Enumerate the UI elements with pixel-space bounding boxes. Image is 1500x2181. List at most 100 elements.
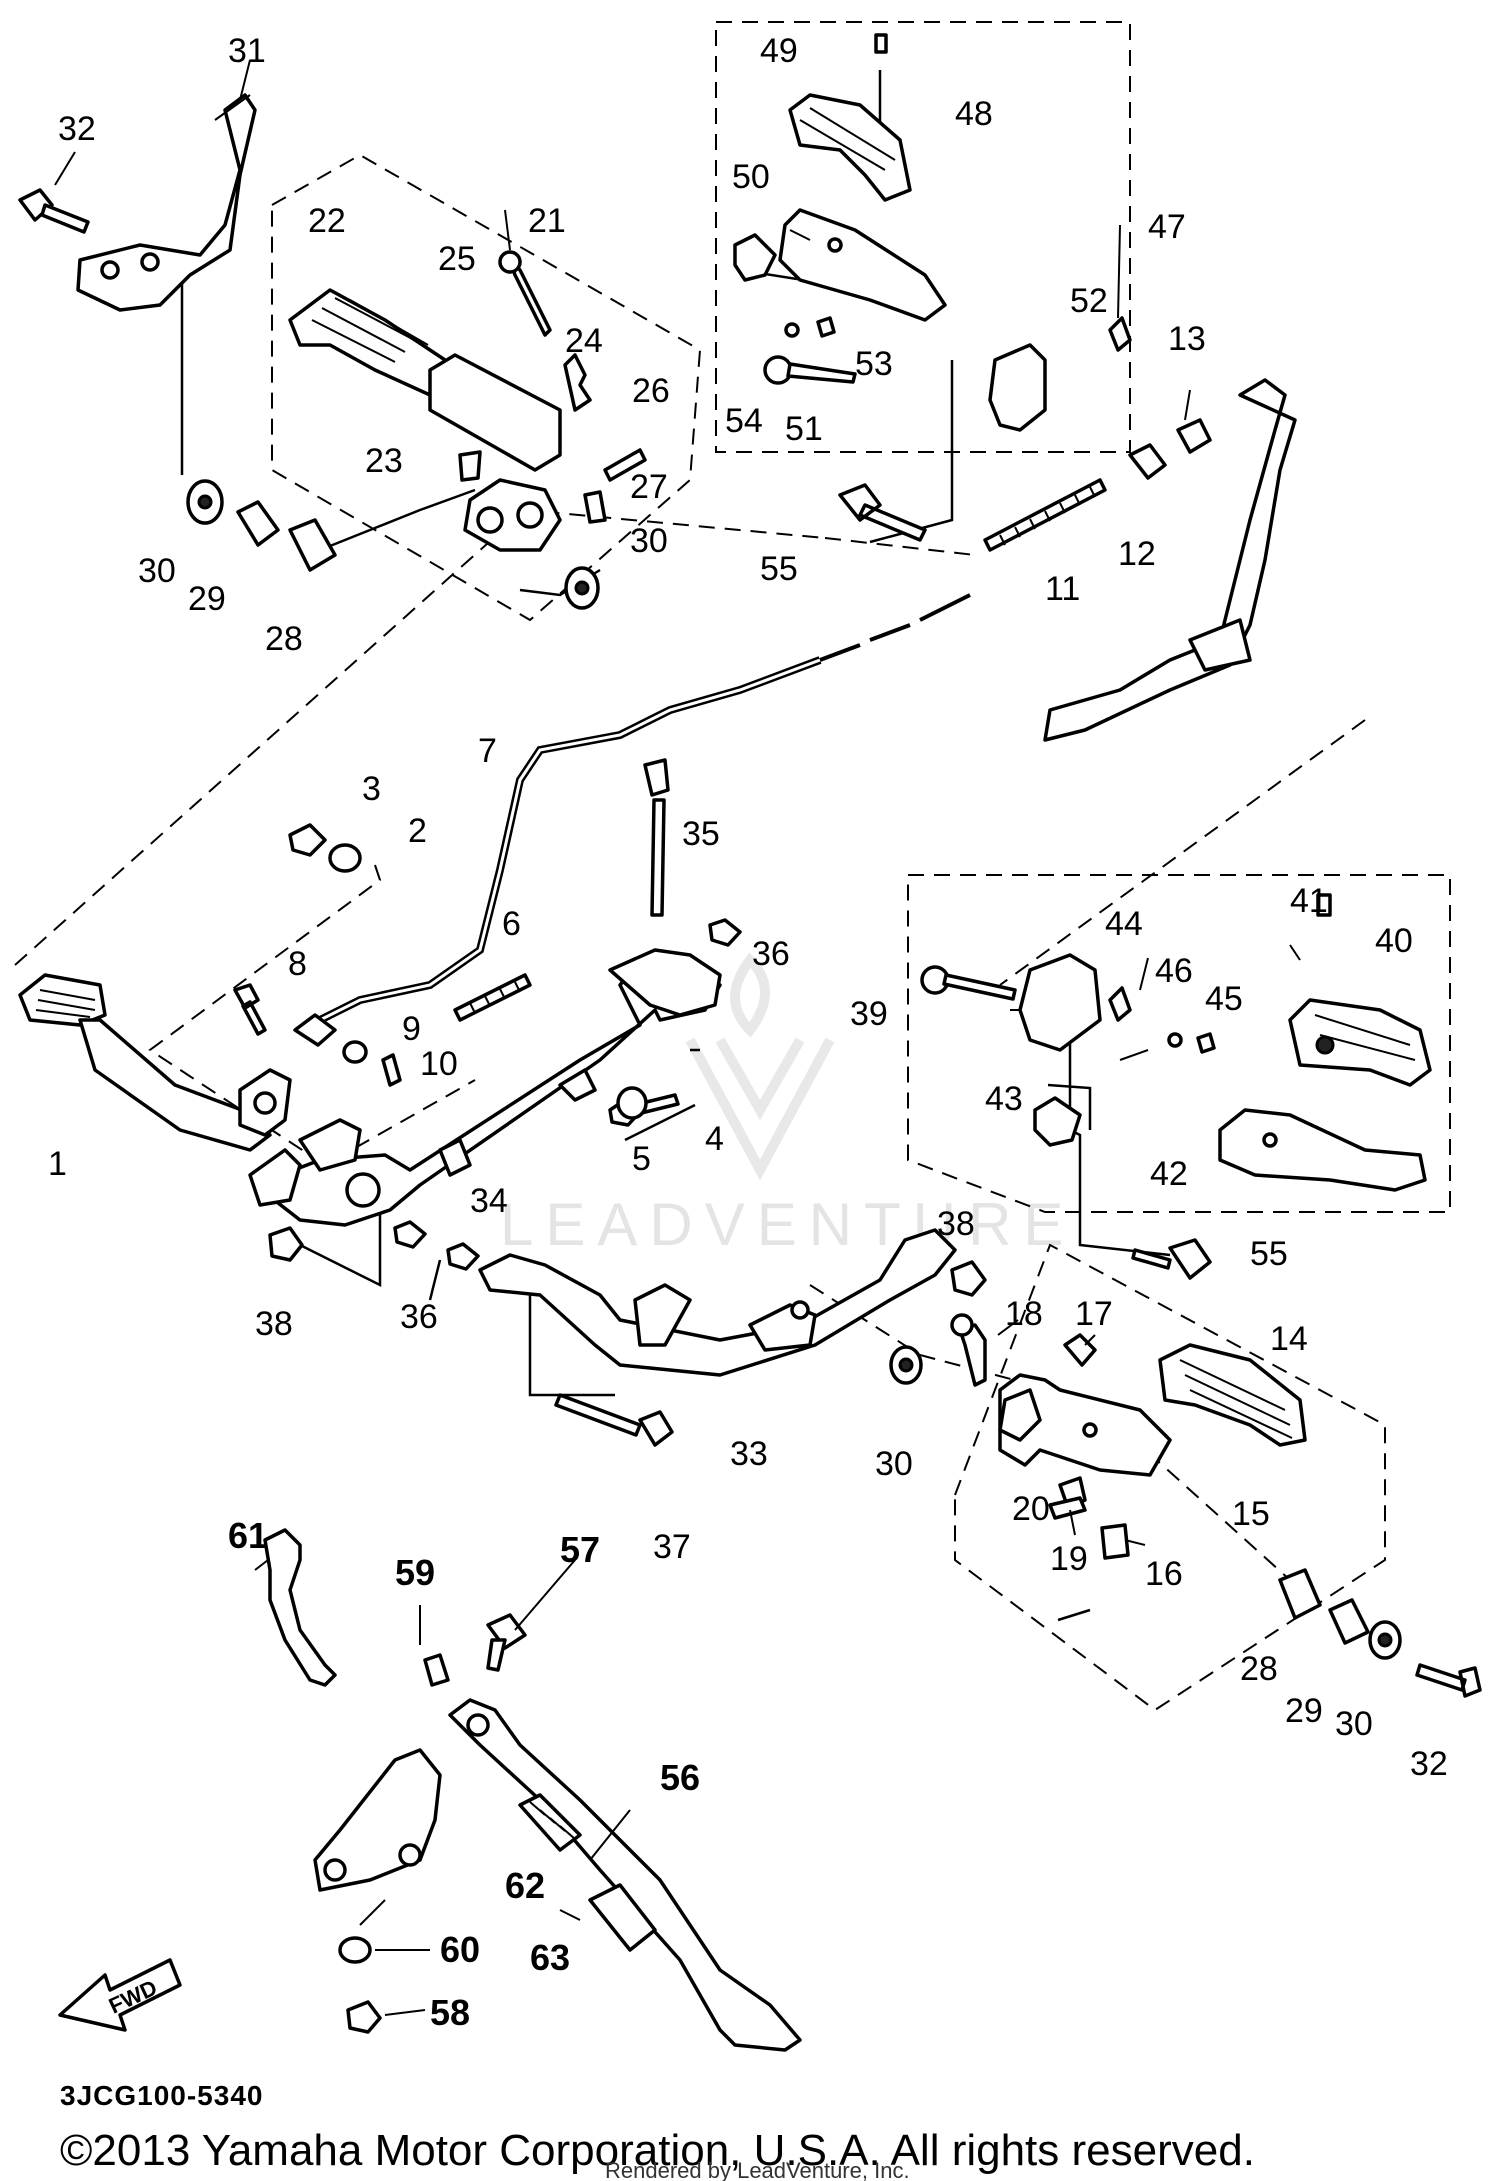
part-13-nut	[1176, 418, 1212, 454]
callout-11: 11	[1045, 570, 1080, 608]
part-10-pin	[381, 1053, 402, 1087]
callout-30-center: 30	[875, 1445, 913, 1483]
callout-58: 58	[430, 1992, 470, 2033]
part-29-collar-right	[1328, 1598, 1370, 1645]
callout-8: 8	[288, 945, 307, 983]
part-46-ball	[1167, 1032, 1183, 1048]
part-62-spring	[518, 1793, 582, 1852]
part-7-cable-clevis	[293, 1013, 337, 1047]
callout-2: 2	[408, 812, 427, 850]
part-30-mid-hole	[574, 580, 590, 596]
part-55-bolt-upper	[838, 483, 927, 542]
part-25-pin-head	[498, 250, 522, 274]
callout-18: 18	[1005, 1295, 1043, 1333]
part-28-bushing-left	[288, 518, 337, 572]
callout-37: 37	[653, 1528, 691, 1566]
callout-61: 61	[228, 1515, 268, 1556]
part-32-bolt-bottom	[1415, 1663, 1482, 1698]
callout-26: 26	[632, 372, 670, 410]
part-58-nut	[346, 2000, 382, 2034]
part-11-spring	[983, 478, 1107, 552]
part-36-grommet-lower-a	[393, 1220, 427, 1249]
watermark-logo-icon	[685, 1037, 835, 1181]
part-31-bracket	[76, 93, 257, 312]
callout-34: 34	[470, 1182, 508, 1220]
callout-30-mid: 30	[630, 522, 668, 560]
watermark-text: LEADVENTURE	[500, 1191, 1075, 1258]
part-7-cable-inner	[309, 658, 821, 1027]
callout-50: 50	[732, 158, 770, 196]
callout-32-bottom: 32	[1410, 1745, 1448, 1783]
part-bracket-hole-b	[398, 1843, 422, 1867]
copyright-notice: ©2013 Yamaha Motor Corporation, U.S.A. A…	[60, 2126, 1255, 2175]
part-40-footrest-rubber-right	[1288, 998, 1432, 1087]
part-41-screw	[1316, 893, 1332, 917]
callout-48: 48	[955, 95, 993, 133]
callout-40: 40	[1375, 922, 1413, 960]
callout-54: 54	[725, 402, 763, 440]
part-6-spring	[453, 973, 532, 1022]
part-3-nut	[288, 823, 327, 857]
callout-22: 22	[308, 202, 346, 240]
callout-39: 39	[850, 995, 888, 1033]
callout-62: 62	[505, 1865, 545, 1906]
part-33-footrest-bar	[478, 1228, 957, 1377]
callout-30-left: 30	[138, 552, 176, 590]
callout-19: 19	[1050, 1540, 1088, 1578]
part-51-pin	[763, 355, 857, 385]
part-62-coils	[529, 1801, 576, 1840]
part-9-washer	[342, 1040, 368, 1064]
part-bracket-hole-a	[323, 1858, 347, 1882]
callout-63: 63	[530, 1937, 570, 1978]
callout-20: 20	[1012, 1490, 1050, 1528]
callout-60: 60	[440, 1929, 480, 1970]
part-44-cotter-pin	[1108, 986, 1132, 1022]
part-60-washer	[338, 1936, 372, 1964]
part-53-spring	[816, 316, 836, 338]
part-36-grommet-lower-b	[446, 1242, 480, 1271]
callout-53: 53	[855, 345, 893, 383]
rendered-by-credit: Rendered by LeadVenture, Inc.	[605, 2158, 910, 2181]
callout-6: 6	[502, 905, 521, 943]
callout-1: 1	[48, 1145, 67, 1183]
part-15-footrest-rubber	[1158, 1343, 1307, 1447]
callout-52: 52	[1070, 282, 1108, 320]
callout-24: 24	[565, 322, 603, 360]
diagram-code: 3JCG100-5340	[60, 2080, 263, 2111]
part-19-clip	[1048, 1496, 1087, 1520]
part-38-nut-left	[268, 1226, 304, 1262]
callout-13: 13	[1168, 320, 1206, 358]
callout-28-right: 28	[1240, 1650, 1278, 1688]
part-14-footrest	[998, 1373, 1172, 1477]
part-18-pin-head	[950, 1313, 974, 1337]
callout-labels: 31 32 22 21 25 24 26 23 27 30 29 28 30 4…	[48, 32, 1448, 2033]
callout-36-bottom: 36	[400, 1298, 438, 1336]
callout-25: 25	[438, 240, 476, 278]
part-27-pin	[583, 490, 607, 524]
callout-49: 49	[760, 32, 798, 70]
part-8-bolt	[233, 983, 267, 1036]
callout-21: 21	[528, 202, 566, 240]
callout-51: 51	[785, 410, 823, 448]
callout-47: 47	[1148, 208, 1186, 246]
part-26-clip	[603, 448, 647, 482]
part-30-hole	[197, 494, 213, 510]
part-30-right-hole	[1377, 1632, 1393, 1648]
part-34-footrest-frame	[248, 948, 722, 1227]
callout-16: 16	[1145, 1555, 1183, 1593]
part-63-collar	[588, 1883, 657, 1952]
callout-31: 31	[228, 32, 266, 70]
group-39-outline	[907, 874, 1451, 1213]
part-36-grommet-upper	[708, 918, 742, 947]
part-5-collar	[616, 1086, 648, 1120]
group-14-outline	[954, 1243, 1386, 1712]
part-16-damper	[1100, 1523, 1130, 1560]
part-frame-stay-clamp	[1188, 618, 1252, 672]
part-22-footrest-rubber	[288, 288, 447, 397]
part-35-cable-tie	[643, 758, 670, 917]
part-39-bracket	[1018, 953, 1102, 1052]
callout-42: 42	[1150, 1155, 1188, 1193]
callout-55-top: 55	[760, 550, 798, 588]
callout-30-right: 30	[1335, 1705, 1373, 1743]
